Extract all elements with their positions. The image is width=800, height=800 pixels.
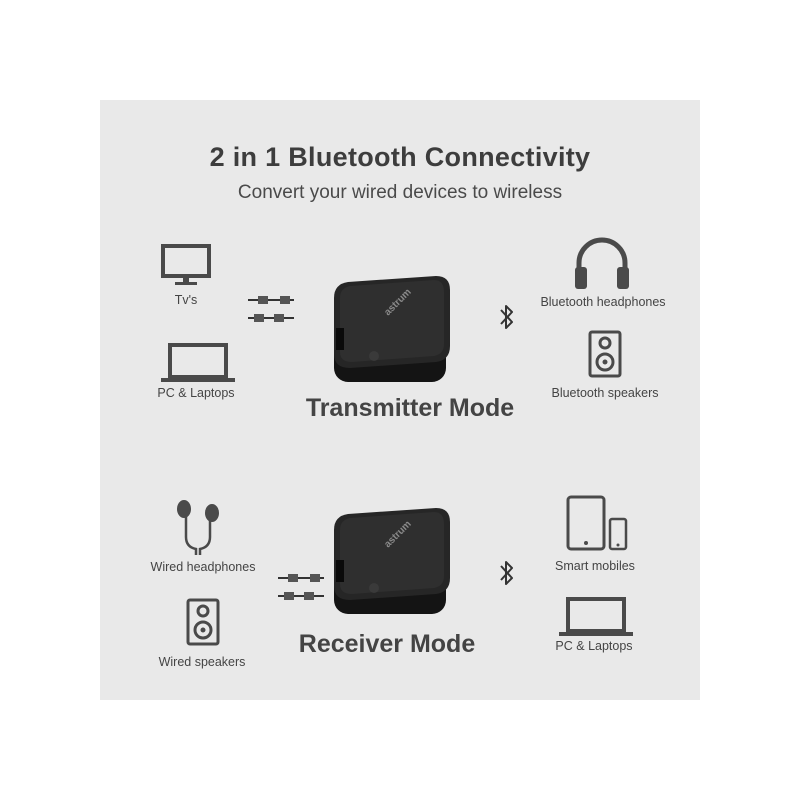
receiver-device-image: astrum bbox=[328, 500, 454, 622]
smart-mobiles-label: Smart mobiles bbox=[555, 559, 635, 573]
earphones-icon bbox=[172, 497, 224, 557]
laptop-icon bbox=[160, 342, 236, 384]
tv-icon bbox=[160, 243, 212, 287]
transmitter-device-image: astrum bbox=[328, 268, 454, 390]
bluetooth-speakers-label: Bluetooth speakers bbox=[551, 386, 659, 400]
laptop-label-2: PC & Laptops bbox=[555, 639, 633, 653]
bluetooth-icon-2 bbox=[498, 558, 516, 588]
tablet-phone-icon bbox=[566, 495, 628, 553]
speaker-icon bbox=[588, 330, 622, 378]
wired-speaker-icon bbox=[186, 598, 220, 646]
wired-speakers-label: Wired speakers bbox=[158, 655, 246, 669]
receiver-mode-heading: Receiver Mode bbox=[298, 630, 476, 658]
wired-headphones-label: Wired headphones bbox=[150, 560, 256, 574]
audio-cable-icon bbox=[244, 294, 296, 326]
bluetooth-icon bbox=[498, 302, 516, 332]
audio-cable-icon-2 bbox=[274, 572, 326, 604]
laptop-icon-2 bbox=[558, 596, 634, 638]
tv-label: Tv's bbox=[174, 293, 198, 307]
page-title: 2 in 1 Bluetooth Connectivity bbox=[209, 142, 591, 172]
page-subtitle: Convert your wired devices to wireless bbox=[237, 182, 563, 203]
laptop-label: PC & Laptops bbox=[157, 386, 235, 400]
headphones-icon bbox=[571, 233, 633, 291]
bluetooth-headphones-label: Bluetooth headphones bbox=[540, 295, 666, 309]
transmitter-mode-heading: Transmitter Mode bbox=[305, 394, 515, 422]
